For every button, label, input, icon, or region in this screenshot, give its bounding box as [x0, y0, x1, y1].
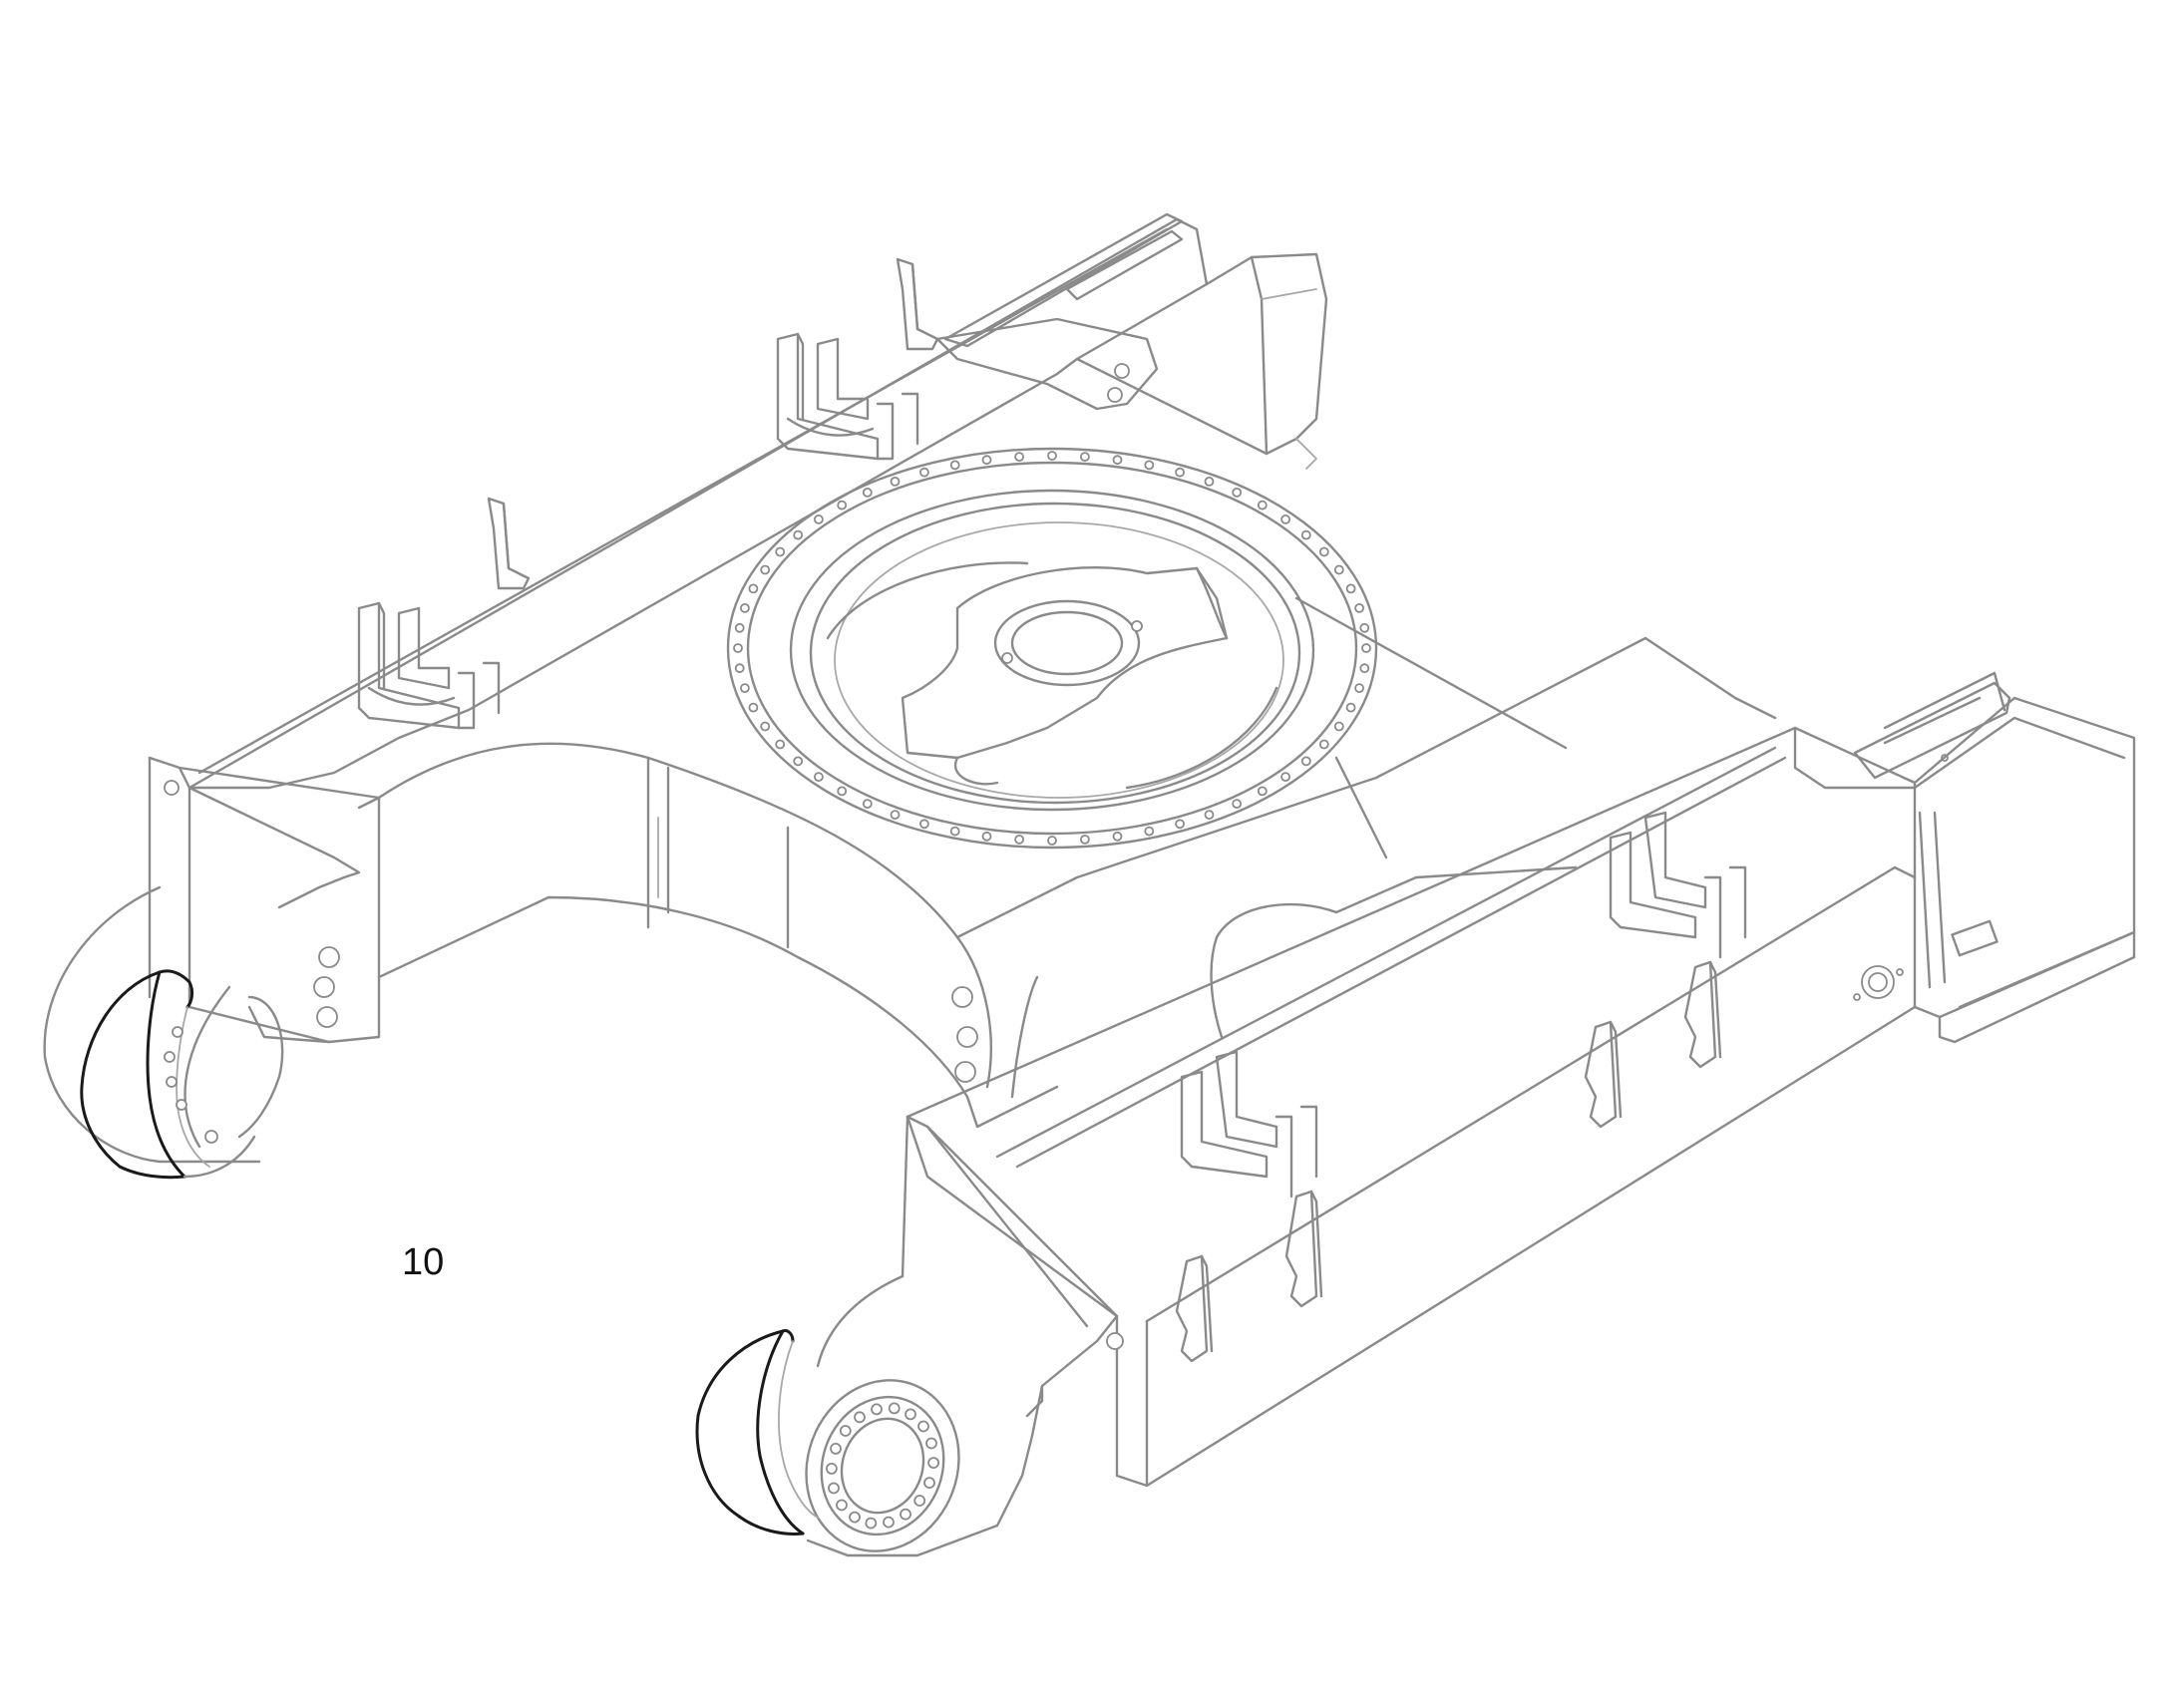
bolt-hole: [949, 826, 960, 837]
bolt-hole: [1345, 583, 1356, 594]
bolt-hole: [1318, 739, 1329, 750]
bolt-hole: [793, 756, 804, 767]
bolt-hole: [981, 455, 992, 466]
bolt-hole: [1014, 835, 1024, 845]
bolt-hole: [1333, 564, 1344, 575]
bolt-hole: [917, 1420, 929, 1433]
bolt-hole: [1080, 452, 1090, 463]
bolt-hole: [949, 460, 960, 471]
bolt-hole: [862, 487, 873, 498]
bolt-hole: [1280, 514, 1290, 524]
bolt-hole: [836, 1499, 848, 1512]
right-side-frame: [906, 726, 1949, 1488]
right-idler-end: [805, 1115, 1124, 1557]
bolt-hole: [1257, 786, 1268, 797]
bolt-hole: [1047, 836, 1057, 846]
bolt-hole: [748, 702, 759, 713]
bolt-hole: [925, 1437, 937, 1450]
idler-wheel-right: [695, 1329, 819, 1536]
bolt-hole: [793, 529, 804, 540]
bolt-hole: [748, 583, 759, 594]
bolt-hole: [1333, 721, 1344, 732]
bolt-hole: [1014, 452, 1024, 463]
bolt-hole: [828, 1482, 840, 1495]
bolt-hole: [890, 810, 901, 820]
bolt-hole: [865, 1517, 878, 1530]
bolt-hole: [1354, 603, 1364, 613]
bolt-hole: [981, 831, 992, 842]
bolt-hole: [760, 564, 771, 575]
bolt-hole: [837, 500, 848, 511]
callout-label: 10: [402, 1241, 445, 1283]
bolt-hole: [862, 799, 873, 809]
bolt-hole: [734, 663, 745, 674]
slewing-ring-bolt-holes: [733, 451, 1371, 846]
bolt-hole: [733, 643, 743, 653]
bolt-hole: [1204, 476, 1215, 487]
bolt-hole: [1232, 487, 1243, 498]
bolt-hole: [734, 622, 745, 633]
bolt-hole: [919, 819, 929, 830]
bolt-hole: [1359, 663, 1370, 674]
bolt-hole: [814, 772, 824, 782]
bolt-hole: [1204, 810, 1215, 820]
bolt-hole: [1175, 819, 1185, 830]
right-idler-bolt-holes: [826, 1402, 939, 1530]
bolt-hole: [871, 1403, 883, 1416]
bolt-hole: [1047, 451, 1057, 461]
bolt-hole: [1175, 467, 1185, 478]
bolt-hole: [814, 514, 824, 524]
bolt-hole: [1232, 799, 1243, 809]
bolt-hole: [1300, 529, 1311, 540]
bolt-hole: [1361, 643, 1371, 653]
bolt-hole: [1144, 460, 1155, 471]
bolt-hole: [826, 1463, 838, 1475]
bolt-hole: [1112, 455, 1123, 466]
bolt-hole: [839, 1425, 852, 1437]
bolt-hole: [1359, 622, 1370, 633]
bolt-hole: [1300, 756, 1311, 767]
bolt-hole: [849, 1511, 861, 1524]
bolt-hole: [837, 786, 848, 797]
bolt-hole: [913, 1495, 926, 1507]
left-side-frame: [187, 212, 1328, 790]
right-rear-end: [1853, 671, 2136, 1044]
bolt-hole: [854, 1411, 866, 1424]
bolt-hole: [740, 683, 750, 693]
bolt-hole: [905, 1408, 916, 1421]
bolt-hole: [775, 546, 786, 557]
track-guide-brackets-rear: [357, 257, 939, 730]
left-idler-end: [43, 756, 381, 1164]
bolt-hole: [1280, 772, 1290, 782]
bolt-hole: [883, 1516, 895, 1529]
bolt-hole: [1080, 835, 1090, 845]
bolt-hole: [900, 1508, 911, 1521]
bolt-hole: [888, 1402, 901, 1415]
slewing-ring: [726, 447, 1378, 850]
bolt-hole: [1345, 702, 1356, 713]
bolt-hole: [1354, 683, 1364, 693]
bolt-hole: [927, 1457, 939, 1469]
bolt-hole: [760, 721, 771, 732]
bolt-hole: [919, 467, 929, 478]
bolt-hole: [830, 1443, 842, 1455]
bolt-hole: [1112, 831, 1123, 842]
bolt-hole: [923, 1477, 935, 1489]
center-carbody: [377, 596, 1777, 1129]
idler-wheel-left: [80, 969, 256, 1180]
bolt-hole: [1144, 826, 1155, 837]
bolt-hole: [1318, 546, 1329, 557]
bolt-hole: [775, 739, 786, 750]
bolt-hole: [1257, 500, 1268, 511]
track-guide-brackets-front: [1175, 811, 1747, 1363]
bolt-hole: [740, 603, 750, 613]
bolt-hole: [890, 476, 901, 487]
